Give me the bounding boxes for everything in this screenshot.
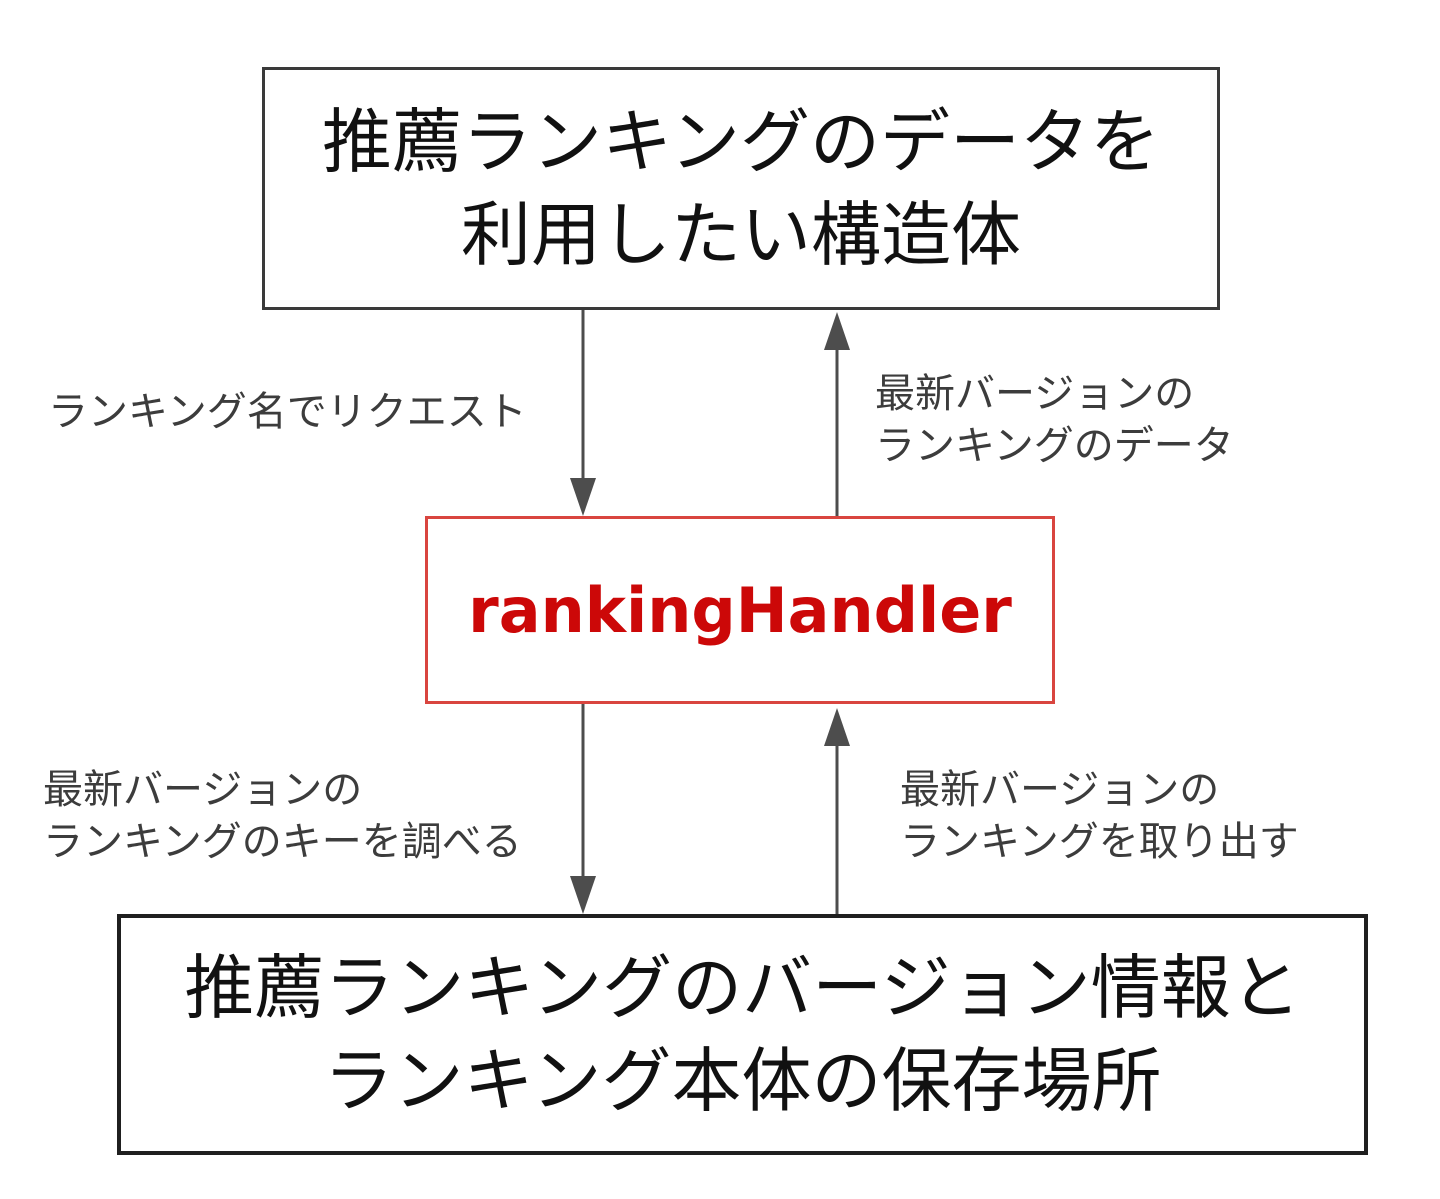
latest-data-arrow-label-line1: 最新バージョンの xyxy=(875,371,1195,417)
latest-fetch-arrow-label-line1: 最新バージョンの xyxy=(900,767,1220,813)
latest-key-arrow-label: 最新バージョンの ランキングのキーを調べる xyxy=(43,764,522,868)
arrow-latest-key-down xyxy=(570,704,596,914)
consumer-struct-box: 推薦ランキングのデータを 利用したい構造体 xyxy=(262,67,1220,310)
request-arrow-label: ランキング名でリクエスト xyxy=(48,386,527,438)
arrow-latest-fetch-up xyxy=(824,708,850,914)
latest-key-arrow-label-line1: 最新バージョンの xyxy=(43,767,363,813)
storage-label-line2: ランキング本体の保存場所 xyxy=(323,1039,1162,1122)
arrow-latest-data-up xyxy=(824,312,850,516)
latest-key-arrow-label-line2: ランキングのキーを調べる xyxy=(43,819,522,865)
latest-data-arrow-label: 最新バージョンの ランキングのデータ xyxy=(875,368,1234,472)
consumer-struct-label-line2: 利用したい構造体 xyxy=(461,193,1021,276)
storage-box: 推薦ランキングのバージョン情報と ランキング本体の保存場所 xyxy=(117,914,1368,1155)
latest-fetch-arrow-label: 最新バージョンの ランキングを取り出す xyxy=(900,764,1299,868)
storage-label-line1: 推薦ランキングのバージョン情報と xyxy=(184,947,1301,1030)
ranking-handler-box: rankingHandler xyxy=(425,516,1055,704)
latest-fetch-arrow-label-line2: ランキングを取り出す xyxy=(900,819,1299,865)
consumer-struct-label-line1: 推薦ランキングのデータを xyxy=(322,101,1160,184)
latest-data-arrow-label-line2: ランキングのデータ xyxy=(875,423,1234,469)
arrow-request-down xyxy=(570,310,596,516)
ranking-handler-label: rankingHandler xyxy=(468,573,1012,647)
request-arrow-label-line1: ランキング名でリクエスト xyxy=(48,389,527,435)
